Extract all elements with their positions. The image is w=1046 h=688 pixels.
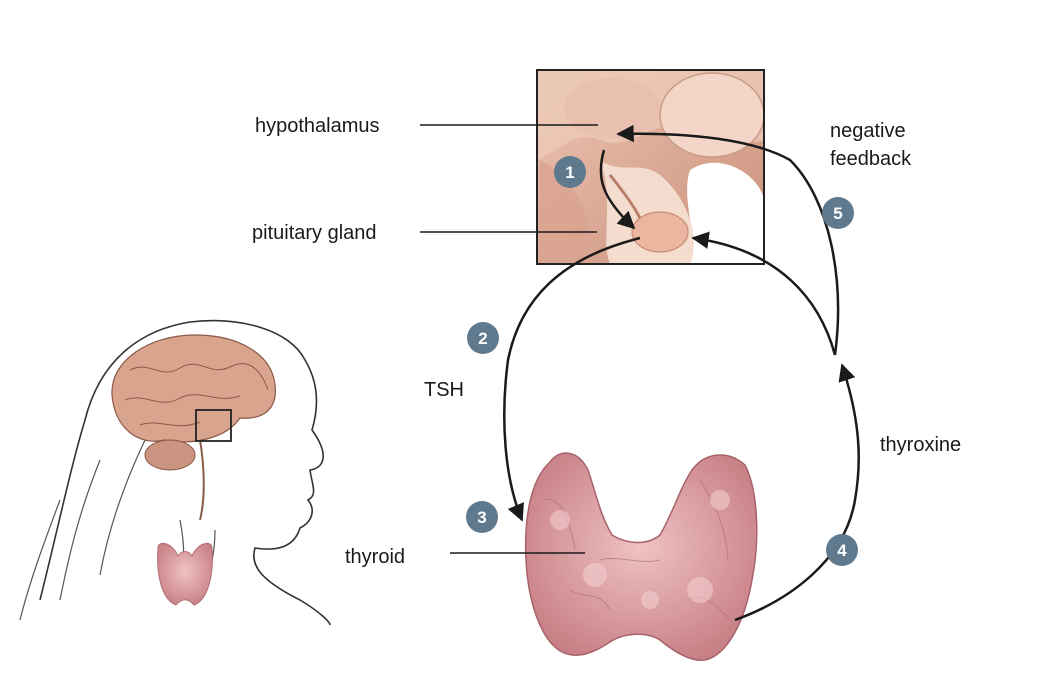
head-illustration: [19, 319, 331, 626]
step-badge-2: 2: [467, 322, 499, 354]
arrow-hypothalamus-to-pituitary: [599, 149, 636, 230]
step-badge-5: 5: [822, 197, 854, 229]
svg-text:5: 5: [833, 204, 842, 223]
step-badge-4: 4: [826, 534, 858, 566]
svg-text:1: 1: [565, 163, 574, 182]
label-pituitary-gland: pituitary gland: [252, 222, 377, 244]
svg-text:2: 2: [478, 329, 487, 348]
thyroid-illustration: [524, 452, 758, 661]
label-feedback: feedback: [830, 148, 912, 170]
label-thyroid: thyroid: [345, 546, 405, 568]
svg-text:4: 4: [837, 541, 847, 560]
step-badge-1: 1: [554, 156, 586, 188]
arrow-negative-feedback: [616, 124, 840, 356]
svg-text:3: 3: [477, 508, 486, 527]
arrow-to-pituitary: [691, 231, 837, 356]
arrow-tsh: [503, 236, 641, 522]
step-badge-3: 3: [466, 501, 498, 533]
label-thyroxine: thyroxine: [880, 434, 961, 456]
label-tsh: TSH: [424, 379, 464, 401]
label-hypothalamus: hypothalamus: [255, 115, 380, 137]
label-negative: negative: [830, 120, 906, 142]
brain-inset: [536, 69, 765, 265]
arrow-thyroxine: [734, 363, 860, 622]
